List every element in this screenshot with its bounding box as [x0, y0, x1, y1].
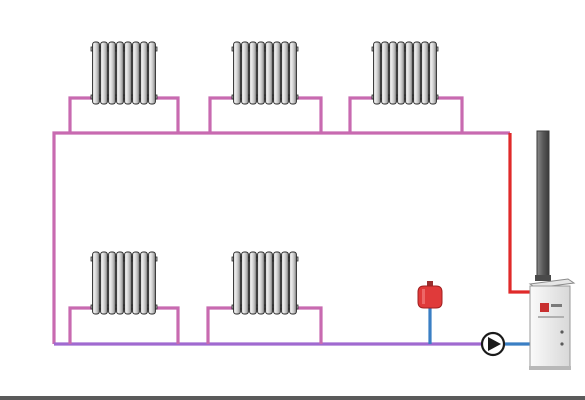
radiator-section: [124, 251, 132, 315]
bottom-divider: [0, 396, 585, 400]
radiator-section: [124, 41, 132, 105]
radiator-section: [241, 251, 249, 315]
radiator-section: [132, 251, 140, 315]
radiator-section: [132, 41, 140, 105]
radiator-section: [249, 41, 257, 105]
radiator-section: [373, 41, 381, 105]
radiator-section: [108, 251, 116, 315]
expansion-tank-icon: [417, 281, 443, 309]
chimney-icon: [535, 130, 551, 281]
radiator-icon: [371, 41, 439, 105]
radiator-section: [100, 251, 108, 315]
radiators: [90, 41, 439, 315]
radiator-loop-4: [68, 306, 180, 344]
radiator-section: [405, 41, 413, 105]
radiator-loop-1: [68, 96, 180, 133]
radiator-section: [265, 251, 273, 315]
radiator-icon: [90, 41, 158, 105]
radiator-section: [289, 41, 297, 105]
radiator-section: [233, 41, 241, 105]
radiator-section: [413, 41, 421, 105]
radiator-section: [116, 41, 124, 105]
radiator-loop-5: [206, 306, 323, 344]
radiator-section: [140, 251, 148, 315]
radiator-section: [233, 251, 241, 315]
circulation-pump-icon: [480, 331, 506, 357]
radiator-section: [100, 41, 108, 105]
radiator-section: [257, 251, 265, 315]
radiator-icon: [231, 251, 299, 315]
radiator-section: [148, 41, 156, 105]
hot-supply-riser: [508, 133, 530, 294]
radiator-section: [289, 251, 297, 315]
radiator-section: [116, 251, 124, 315]
radiator-section: [421, 41, 429, 105]
radiator-section: [249, 251, 257, 315]
radiator-section: [273, 251, 281, 315]
radiator-section: [281, 251, 289, 315]
radiator-section: [429, 41, 437, 105]
supply-main-pipe: [52, 131, 510, 344]
radiator-section: [92, 251, 100, 315]
radiator-section: [281, 41, 289, 105]
radiator-section: [273, 41, 281, 105]
radiator-icon: [90, 251, 158, 315]
radiator-section: [397, 41, 405, 105]
radiator-icon: [231, 41, 299, 105]
radiator-section: [140, 41, 148, 105]
radiator-section: [381, 41, 389, 105]
radiator-section: [265, 41, 273, 105]
radiator-section: [108, 41, 116, 105]
radiator-section: [257, 41, 265, 105]
radiator-section: [148, 251, 156, 315]
boiler-icon: [528, 278, 576, 370]
radiator-section: [92, 41, 100, 105]
radiator-section: [241, 41, 249, 105]
radiator-section: [389, 41, 397, 105]
